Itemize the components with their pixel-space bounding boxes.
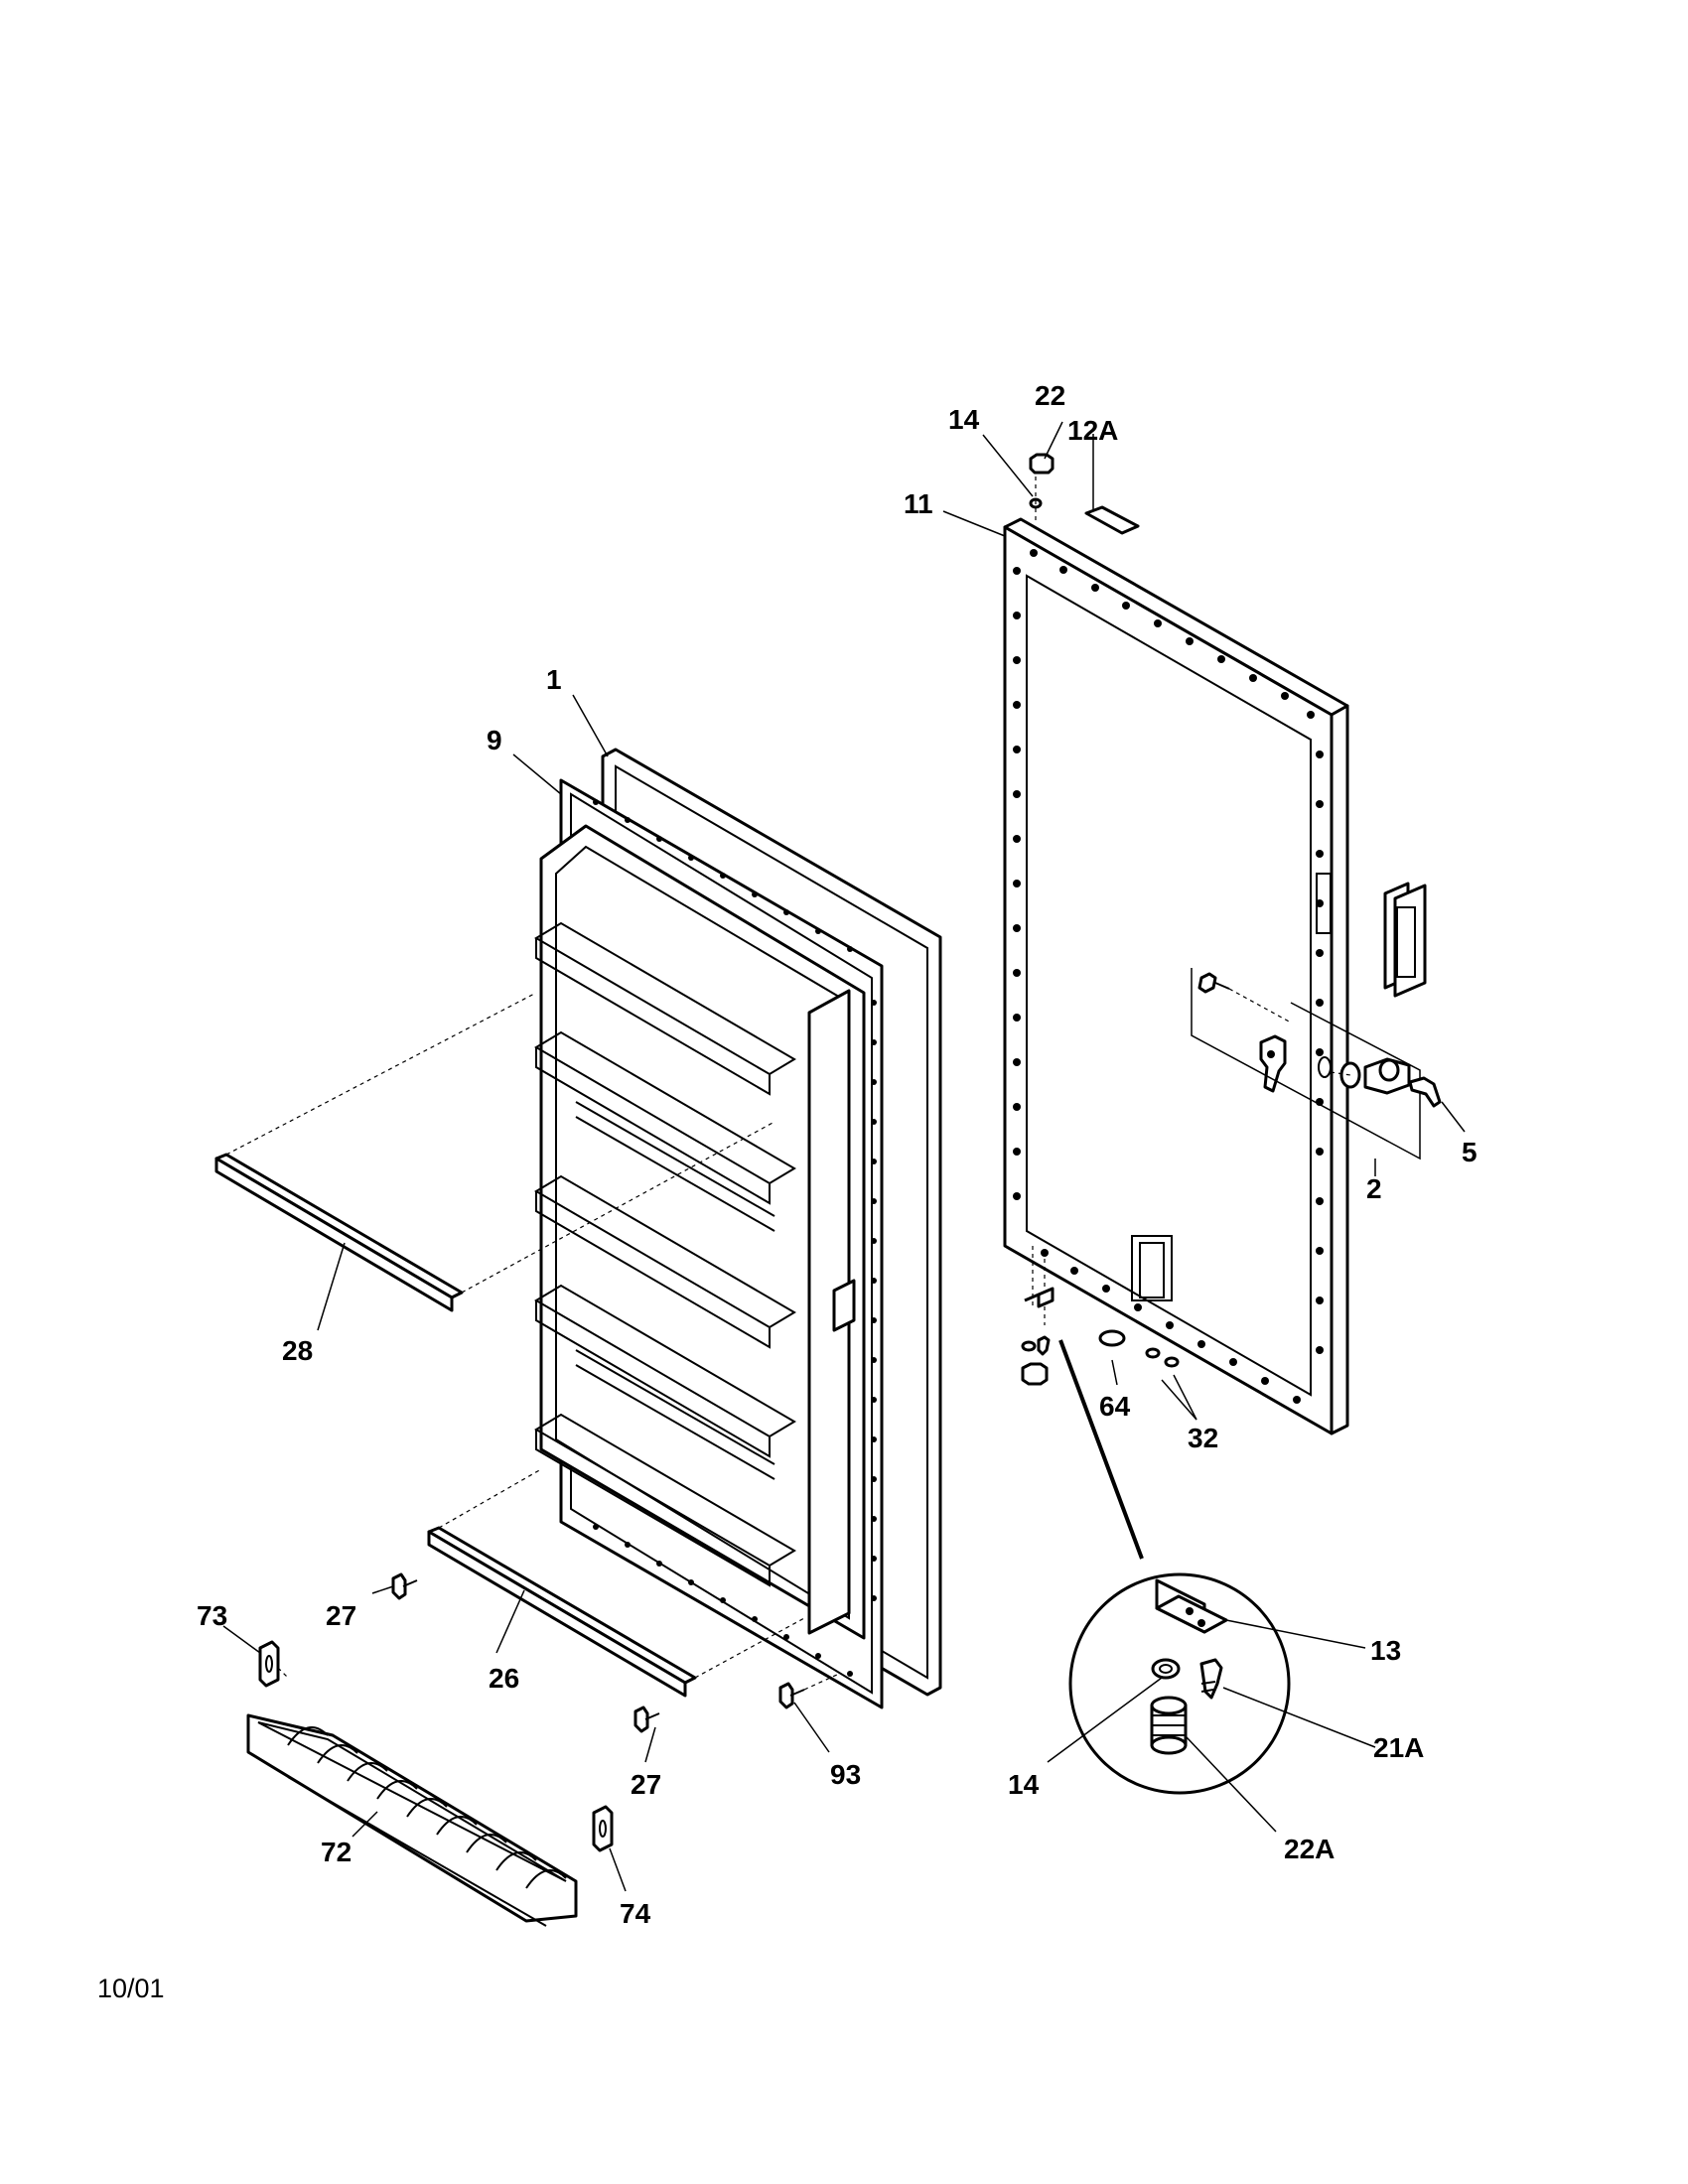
label-22a: 22A	[1284, 1834, 1335, 1864]
label-13: 13	[1370, 1635, 1401, 1666]
label-74: 74	[620, 1898, 651, 1929]
door-liner	[534, 799, 877, 1677]
label-64: 64	[1099, 1391, 1131, 1422]
label-14-top: 14	[948, 404, 980, 435]
label-9: 9	[487, 725, 502, 755]
label-2: 2	[1366, 1173, 1382, 1204]
bottom-hinge-hardware	[1021, 1246, 1180, 1386]
basket-end-cap-right	[592, 1805, 614, 1852]
label-26: 26	[489, 1663, 519, 1694]
lock-assembly	[1191, 968, 1442, 1160]
label-32: 32	[1188, 1423, 1218, 1453]
label-73: 73	[197, 1600, 227, 1631]
label-plate	[1084, 434, 1140, 535]
label-14-detail: 14	[1008, 1769, 1040, 1800]
leader-lines	[222, 421, 1466, 1892]
callout-labels: 1 9 11 14 22 12A 2 5 64 32 13 21A 14 22A…	[197, 380, 1477, 1929]
label-1: 1	[546, 664, 562, 695]
label-72: 72	[321, 1837, 352, 1867]
label-11: 11	[904, 488, 933, 519]
hinge-detail-callout	[1058, 1339, 1291, 1795]
revision-date: 10/01	[97, 1974, 165, 2003]
door-basket	[246, 1713, 578, 1927]
label-93: 93	[830, 1759, 861, 1790]
outer-door-panel	[1003, 517, 1349, 1435]
label-21a: 21A	[1373, 1732, 1424, 1763]
basket-end-cap-left	[258, 1640, 289, 1688]
label-28: 28	[282, 1335, 313, 1366]
shelf-bar-upper	[214, 992, 775, 1312]
label-5: 5	[1462, 1137, 1477, 1167]
screw-27-lower	[633, 1706, 660, 1733]
screw-27-upper	[391, 1572, 418, 1600]
label-27-lower: 27	[631, 1769, 661, 1800]
label-27-upper: 27	[326, 1600, 356, 1631]
top-hinge-plug	[1029, 453, 1055, 524]
door-handle	[1383, 882, 1427, 998]
label-12a: 12A	[1067, 415, 1118, 446]
screw-93	[778, 1673, 840, 1709]
label-22: 22	[1035, 380, 1065, 411]
shelf-bar-lower	[427, 1468, 805, 1698]
